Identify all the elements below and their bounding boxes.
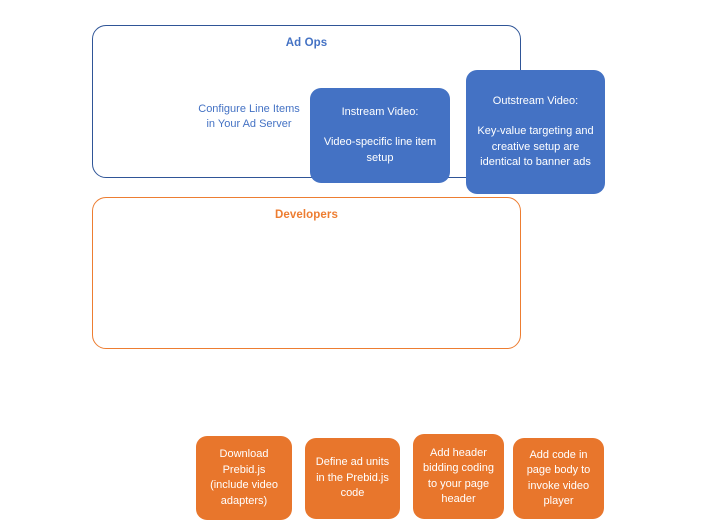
node-instream-video-heading: Instream Video: [341, 105, 419, 118]
diagram-canvas: Ad Ops Configure Line Items in Your Ad S… [92, 25, 605, 520]
node-outstream-video-content: Outstream Video: Key-value targeting and… [472, 94, 599, 171]
group-developers: Developers Download Prebid.js (include v… [92, 197, 604, 520]
node-instream-video-spacer [316, 120, 444, 135]
node-define-ad-units[interactable]: Define ad units in the Prebid.js code [305, 438, 400, 519]
node-configure-line-items-label: Configure Line Items in Your Ad Server [198, 103, 300, 130]
node-outstream-video[interactable]: Outstream Video: Key-value targeting and… [466, 70, 605, 194]
node-add-page-body-code-label: Add code in page body to invoke video pl… [526, 448, 591, 508]
node-instream-video-content: Instream Video: Video-specific line item… [316, 105, 444, 167]
node-add-page-body-code[interactable]: Add code in page body to invoke video pl… [513, 438, 604, 519]
node-outstream-video-spacer [472, 109, 599, 124]
node-configure-line-items: Configure Line Items in Your Ad Server [195, 86, 303, 148]
node-define-ad-units-label: Define ad units in the Prebid.js code [315, 456, 390, 500]
group-title-developers: Developers [274, 209, 338, 221]
node-download-prebid[interactable]: Download Prebid.js (include video adapte… [196, 436, 292, 520]
node-outstream-video-body: Key-value targeting and creative setup a… [477, 125, 594, 168]
group-ad-ops: Ad Ops Configure Line Items in Your Ad S… [92, 25, 605, 194]
group-title-ad-ops: Ad Ops [285, 37, 328, 49]
node-add-header-bidding-code[interactable]: Add header bidding coding to your page h… [413, 434, 504, 519]
node-download-prebid-label: Download Prebid.js (include video adapte… [210, 448, 278, 507]
node-instream-video[interactable]: Instream Video: Video-specific line item… [310, 88, 450, 183]
node-instream-video-body: Video-specific line item setup [323, 136, 437, 164]
node-add-header-bidding-code-label: Add header bidding coding to your page h… [423, 446, 494, 506]
node-outstream-video-heading: Outstream Video: [492, 94, 579, 107]
